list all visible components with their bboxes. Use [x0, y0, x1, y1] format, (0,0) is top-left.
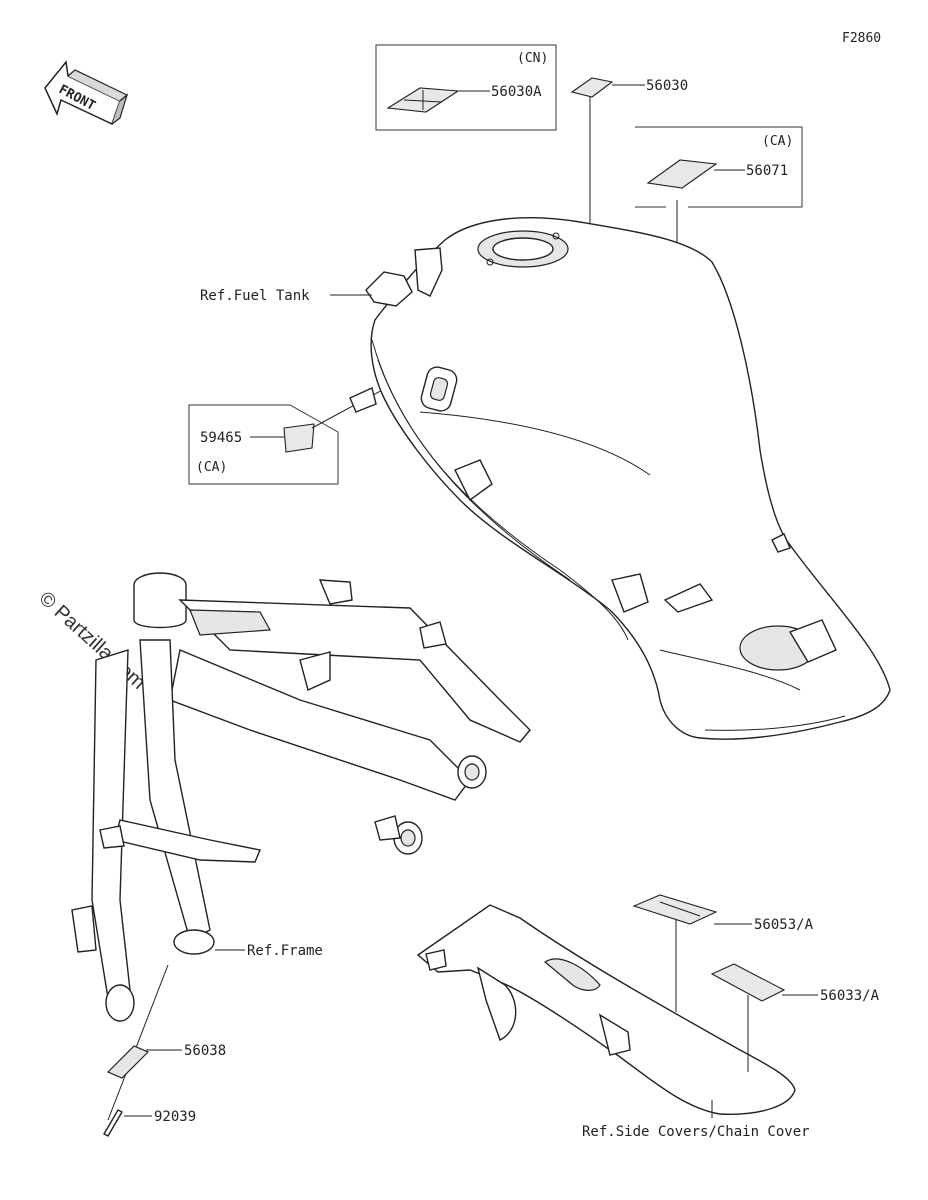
- part-56038-sleeve: [106, 1045, 150, 1079]
- sticker-56030: [570, 77, 614, 98]
- part-56053A: 56053/A: [754, 917, 814, 933]
- frame: [71, 572, 531, 1022]
- part-92039-pin: [103, 1109, 123, 1137]
- region-ca-56071: (CA): [762, 134, 793, 149]
- part-92039: 92039: [154, 1109, 196, 1125]
- part-56033A: 56033/A: [820, 988, 880, 1004]
- callout-56053A[interactable]: 56053/A: [714, 917, 814, 933]
- fuel-tank: [330, 217, 891, 740]
- part-56030A: 56030A: [491, 84, 542, 100]
- figure-id: F2860: [842, 31, 881, 46]
- front-arrow-icon: FRONT: [44, 60, 129, 126]
- sticker-56033A: [710, 963, 786, 1002]
- part-56071: 56071: [746, 163, 788, 179]
- part-56030: 56030: [646, 78, 688, 94]
- callout-56038[interactable]: 56038: [106, 964, 226, 1121]
- sticker-56071: [646, 159, 718, 189]
- sticker-59465: [283, 423, 315, 453]
- ref-side-covers: Ref.Side Covers/Chain Cover: [582, 1124, 810, 1140]
- sticker-56053A: [632, 894, 718, 925]
- callout-56033A[interactable]: 56033/A: [782, 988, 880, 1004]
- callout-59465[interactable]: (CA) 59465: [188, 374, 411, 485]
- ref-frame: Ref.Frame: [247, 943, 323, 959]
- part-56038: 56038: [184, 1043, 226, 1059]
- region-cn: (CN): [517, 51, 548, 66]
- chain-cover: [416, 894, 796, 1118]
- ref-fuel-tank: Ref.Fuel Tank: [200, 288, 310, 304]
- callout-56030A[interactable]: (CN) 56030A: [375, 44, 557, 131]
- callout-92039[interactable]: 92039: [103, 1109, 196, 1137]
- part-59465: 59465: [200, 430, 242, 446]
- region-ca-59465: (CA): [196, 460, 227, 475]
- watermark: © Partzilla.com: [35, 587, 150, 694]
